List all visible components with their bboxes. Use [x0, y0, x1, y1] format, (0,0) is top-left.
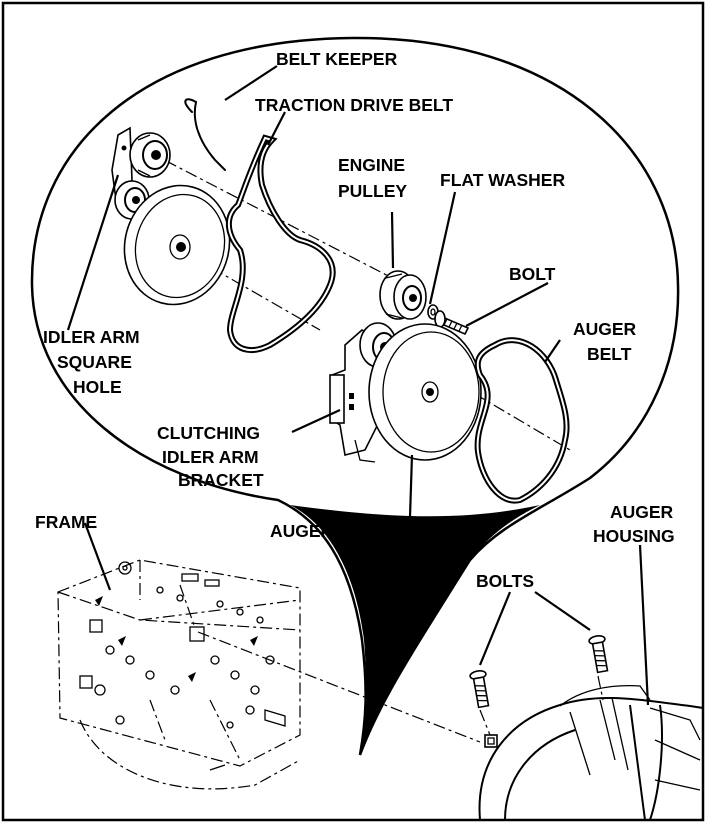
label-auger-belt-line2: BELT [587, 344, 632, 364]
label-auger-housing-line1: AUGER [610, 502, 674, 522]
label-flat-washer: FLAT WASHER [440, 170, 565, 190]
label-clutching-line1: CLUTCHING [157, 423, 260, 443]
part-labels: BELT KEEPER TRACTION DRIVE BELT ENGINE P… [35, 49, 675, 591]
auger-pulley-part [368, 323, 482, 461]
engine-pulley-part [379, 270, 427, 320]
housing-bolts [469, 635, 609, 736]
label-clutching-line2: IDLER ARM [162, 447, 259, 467]
label-idler-arm-line1: IDLER ARM [43, 327, 140, 347]
label-bolts: BOLTS [476, 571, 534, 591]
bolt-part [434, 310, 470, 336]
label-clutching-line3: BRACKET [178, 470, 264, 490]
label-engine-pulley-line2: PULLEY [338, 181, 407, 201]
frame-part [57, 559, 481, 790]
label-frame: FRAME [35, 512, 97, 532]
label-auger-pulley: AUGER PULLEY [270, 521, 407, 541]
label-auger-housing-line2: HOUSING [593, 526, 675, 546]
auger-housing-part [478, 684, 704, 821]
label-bolt: BOLT [509, 264, 556, 284]
label-auger-belt-line1: AUGER [573, 319, 637, 339]
label-traction-drive-belt: TRACTION DRIVE BELT [255, 95, 453, 115]
clutching-bracket-part [329, 322, 397, 463]
label-idler-arm-line3: HOLE [73, 377, 122, 397]
label-engine-pulley-line1: ENGINE [338, 155, 405, 175]
traction-pulley-part [123, 184, 231, 306]
label-idler-arm-line2: SQUARE [57, 352, 132, 372]
leader-lines [66, 65, 650, 706]
label-belt-keeper: BELT KEEPER [276, 49, 398, 69]
bubble-tail-shade [290, 505, 540, 755]
belt-keeper-part [184, 98, 226, 171]
